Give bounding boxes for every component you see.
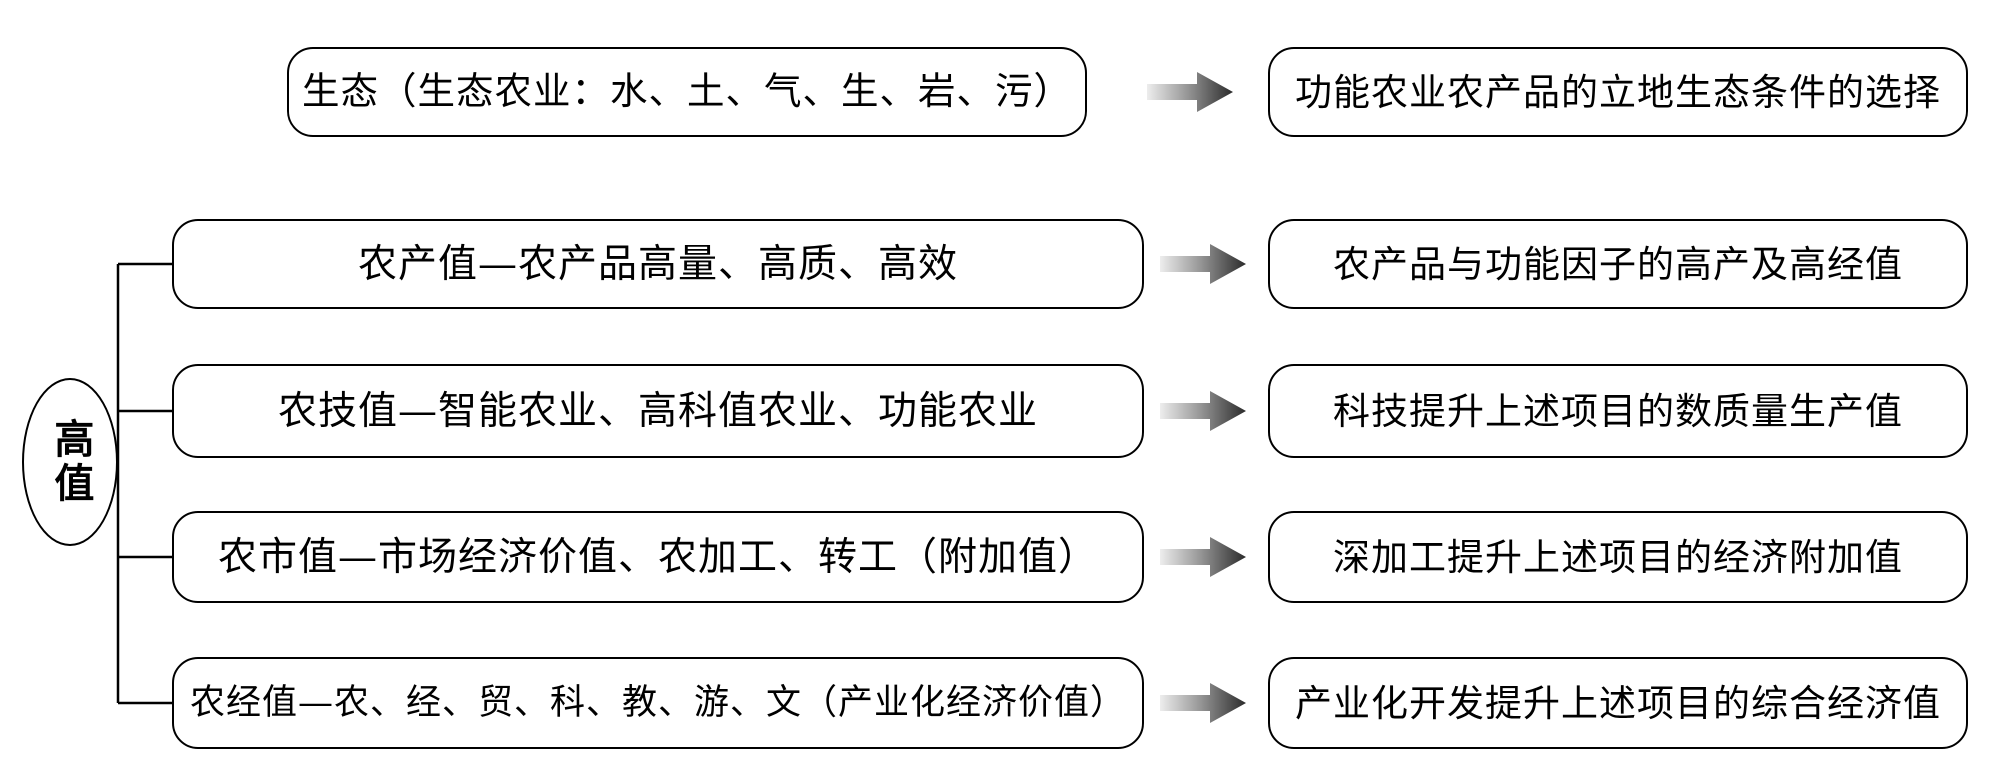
box-ecology[interactable]: 生态（生态农业：水、土、气、生、岩、污） — [287, 47, 1087, 137]
box-farm-economy-label: 农经值—农、经、贸、科、教、游、文（产业化经济价值） — [189, 682, 1126, 723]
box-farm-tech[interactable]: 农技值—智能农业、高科值农业、功能农业 — [172, 364, 1144, 458]
box-farm-output[interactable]: 农产值—农产品高量、高质、高效 — [172, 219, 1144, 309]
box-farm-market[interactable]: 农市值—市场经济价值、农加工、转工（附加值） — [172, 511, 1144, 603]
arrow-right-icon — [1160, 391, 1246, 431]
root-node-label: 高值 — [47, 418, 95, 506]
box-farm-economy[interactable]: 农经值—农、经、贸、科、教、游、文（产业化经济价值） — [172, 657, 1144, 749]
box-farm-output-result-label: 农产品与功能因子的高产及高经值 — [1333, 242, 1903, 286]
box-ecology-label: 生态（生态农业：水、土、气、生、岩、污） — [302, 69, 1072, 114]
box-farm-market-label: 农市值—市场经济价值、农加工、转工（附加值） — [217, 534, 1098, 580]
arrow-right-icon — [1160, 683, 1246, 723]
box-farm-output-label: 农产值—农产品高量、高质、高效 — [357, 241, 958, 287]
box-ecology-result[interactable]: 功能农业农产品的立地生态条件的选择 — [1268, 47, 1968, 137]
box-farm-market-result-label: 深加工提升上述项目的经济附加值 — [1333, 535, 1903, 579]
box-farm-tech-result-label: 科技提升上述项目的数质量生产值 — [1333, 389, 1903, 433]
box-farm-tech-label: 农技值—智能农业、高科值农业、功能农业 — [277, 388, 1038, 434]
root-node-high-value[interactable]: 高值 — [22, 378, 118, 546]
arrow-right-icon — [1147, 72, 1233, 112]
box-farm-economy-result[interactable]: 产业化开发提升上述项目的综合经济值 — [1268, 657, 1968, 749]
box-farm-output-result[interactable]: 农产品与功能因子的高产及高经值 — [1268, 219, 1968, 309]
box-farm-economy-result-label: 产业化开发提升上述项目的综合经济值 — [1295, 681, 1941, 725]
box-farm-tech-result[interactable]: 科技提升上述项目的数质量生产值 — [1268, 364, 1968, 458]
box-farm-market-result[interactable]: 深加工提升上述项目的经济附加值 — [1268, 511, 1968, 603]
box-ecology-result-label: 功能农业农产品的立地生态条件的选择 — [1295, 70, 1941, 114]
arrow-right-icon — [1160, 244, 1246, 284]
arrow-right-icon — [1160, 537, 1246, 577]
